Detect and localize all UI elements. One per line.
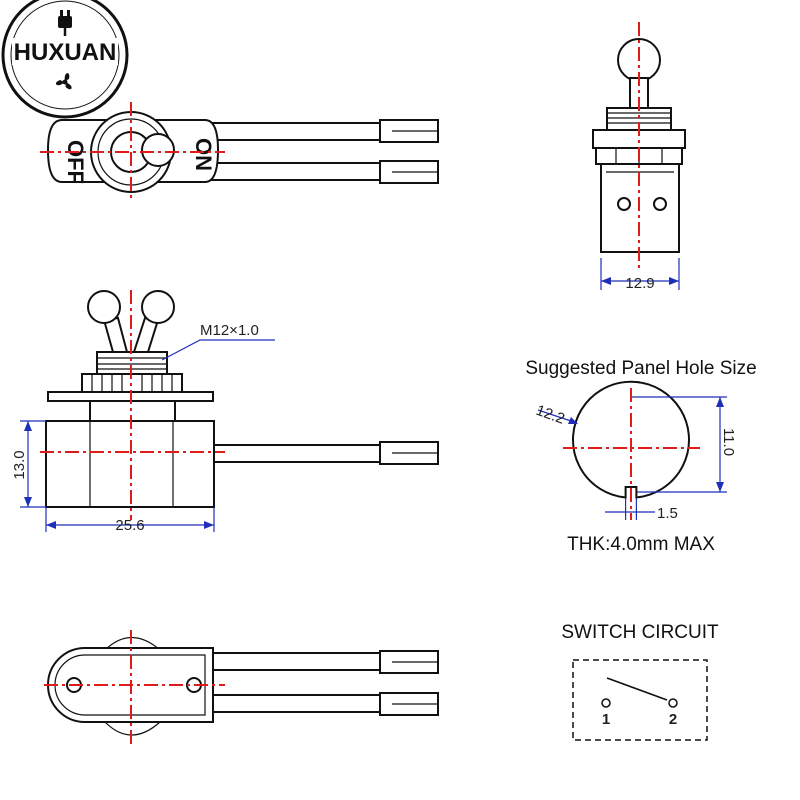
width-dimension: 12.9 bbox=[625, 275, 654, 292]
panel-hole-title: Suggested Panel Hole Size bbox=[525, 358, 756, 379]
plug-icon bbox=[58, 10, 72, 36]
hole-flat-dimension: 11.0 bbox=[720, 428, 737, 456]
side-view: 12.9 bbox=[592, 22, 686, 292]
top-view: OFF ON bbox=[40, 102, 439, 200]
thickness-note: THK:4.0mm MAX bbox=[567, 534, 715, 555]
switch-circuit-section: SWITCH CIRCUIT 1 2 bbox=[561, 622, 719, 741]
fan-icon bbox=[55, 73, 72, 90]
bottom-view bbox=[44, 630, 439, 745]
hole-diameter: 12.2 bbox=[534, 402, 567, 428]
terminal-2-label: 2 bbox=[669, 711, 677, 728]
key-width: 1.5 bbox=[657, 505, 678, 522]
panel-hole-section: Suggested Panel Hole Size 12.2 11.0 1.5 … bbox=[525, 358, 756, 555]
switch-symbol-icon bbox=[601, 677, 678, 708]
brand-name: HUXUAN bbox=[14, 39, 117, 66]
lever-position-off bbox=[87, 290, 129, 353]
front-view: M12×1.0 13.0 25.6 bbox=[11, 290, 439, 534]
circuit-title: SWITCH CIRCUIT bbox=[561, 622, 719, 643]
brand-logo: HUXUAN bbox=[1, 0, 129, 119]
off-label: OFF bbox=[63, 140, 88, 184]
on-label: ON bbox=[191, 138, 216, 171]
length-dimension: 25.6 bbox=[115, 517, 144, 534]
thread-spec: M12×1.0 bbox=[200, 322, 259, 339]
height-dimension: 13.0 bbox=[11, 450, 28, 479]
lever-position-on bbox=[132, 290, 175, 353]
terminal-1-label: 1 bbox=[602, 711, 610, 728]
